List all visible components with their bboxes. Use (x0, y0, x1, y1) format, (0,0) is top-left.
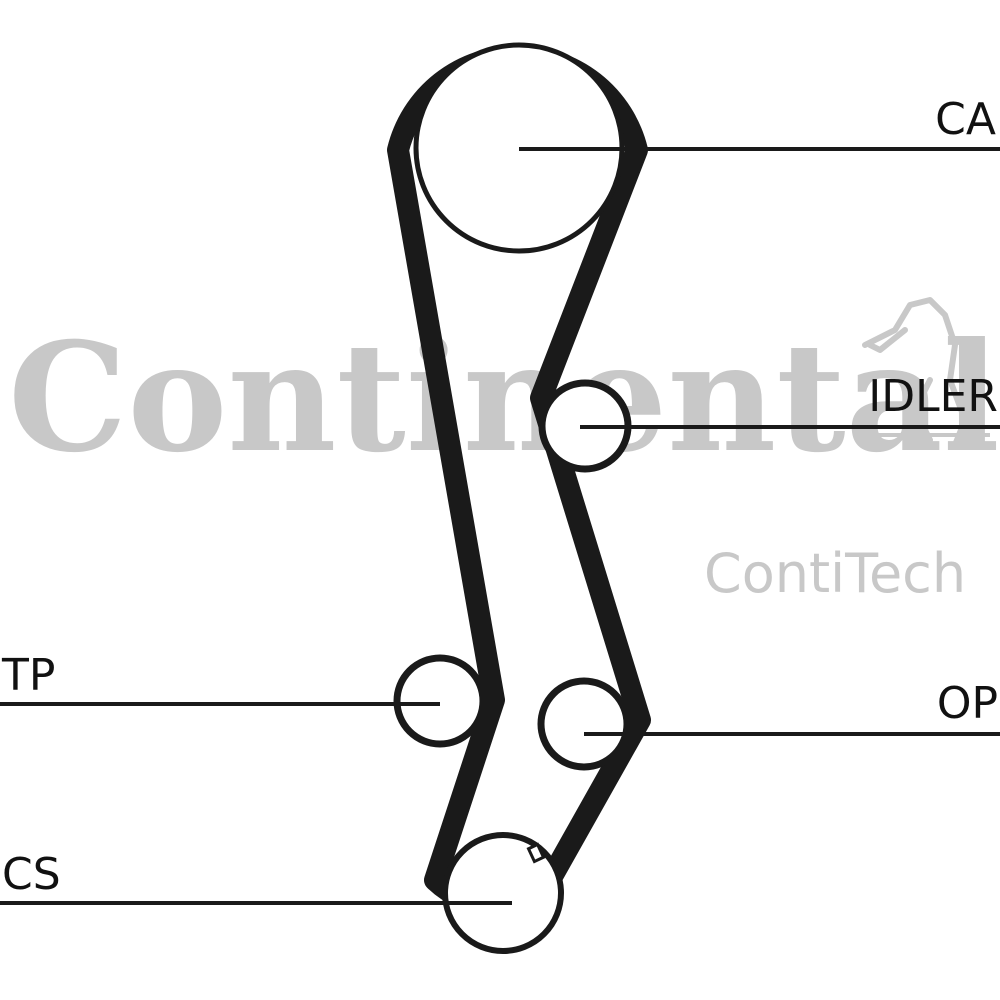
label-tp: TP (1, 650, 55, 701)
horse-icon (862, 297, 968, 448)
watermark: Continental ContiTech (8, 297, 1000, 605)
crankshaft-pulley (442, 832, 564, 954)
watermark-brand: Continental (8, 310, 1000, 486)
label-op: OP (937, 678, 998, 729)
label-ca: CA (935, 94, 996, 145)
label-idler: IDLER (868, 371, 998, 422)
leader-lines (0, 147, 1000, 905)
label-cs: CS (2, 849, 61, 900)
watermark-underline (870, 433, 990, 437)
oil-pump-pulley (537, 677, 631, 771)
tensioner-pulley (393, 654, 487, 748)
watermark-sub-brand: ContiTech (704, 542, 966, 605)
crankshaft-key-mark (526, 842, 546, 864)
